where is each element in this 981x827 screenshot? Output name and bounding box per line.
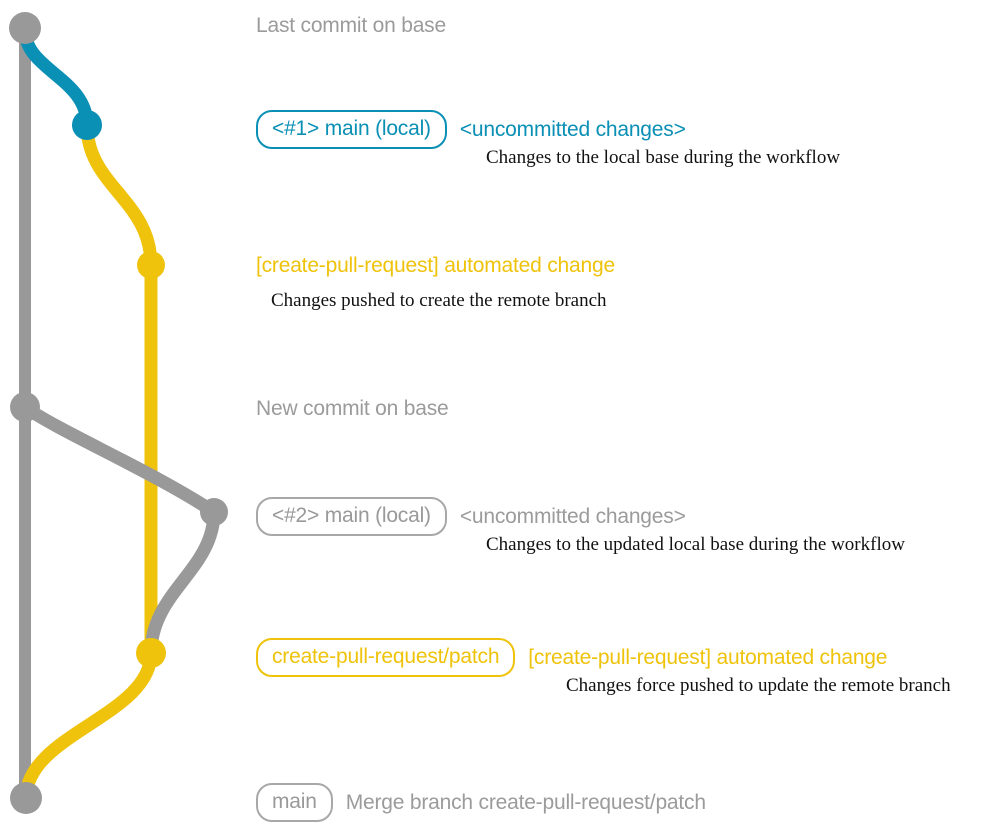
commit-node-merge[interactable] [10, 782, 42, 814]
commit-subject-local-2: <uncommitted changes> [459, 504, 686, 528]
commit-note-automated-change-2: Changes force pushed to update the remot… [566, 675, 951, 696]
commit-subject-new-commit-on-base: New commit on base [256, 397, 449, 420]
commit-row-merge: main Merge branch create-pull-request/pa… [256, 783, 706, 822]
commit-row-local-2: <#2> main (local) <uncommitted changes> [256, 497, 686, 536]
commit-row-local-1: <#1> main (local) <uncommitted changes> [256, 110, 686, 149]
yellow-merge-line [19, 646, 158, 805]
gray-branch-to-local2-line [18, 400, 221, 519]
commit-node-automated-change-1[interactable] [137, 251, 165, 279]
commit-subject-local-1: <uncommitted changes> [459, 117, 686, 141]
commit-row-automated-change-2: create-pull-request/patch [create-pull-r… [256, 638, 887, 677]
teal-branch-line [18, 23, 94, 132]
commit-node-local-2[interactable] [200, 498, 228, 526]
commit-subject-automated-change-2: [create-pull-request] automated change [528, 645, 888, 669]
gray-merge-into-patch-line [144, 505, 221, 660]
commit-node-automated-change-2[interactable] [136, 638, 166, 668]
commit-note-automated-change-1: Changes pushed to create the remote bran… [271, 290, 607, 311]
branch-badge-main[interactable]: main [256, 783, 333, 822]
yellow-branch-upper-line [80, 118, 158, 272]
commit-note-local-2: Changes to the updated local base during… [486, 534, 905, 555]
commit-note-local-1: Changes to the local base during the wor… [486, 147, 841, 168]
commit-subject-last-commit-on-base: Last commit on base [256, 14, 446, 37]
commit-subject-merge: Merge branch create-pull-request/patch [345, 790, 706, 814]
commit-node-local-1[interactable] [72, 110, 102, 140]
branch-badge-local-1[interactable]: <#1> main (local) [256, 110, 447, 149]
commit-subject-automated-change-1: [create-pull-request] automated change [256, 254, 615, 277]
commit-node-new-commit-on-base[interactable] [10, 392, 40, 422]
branch-badge-local-2[interactable]: <#2> main (local) [256, 497, 447, 536]
branch-badge-create-pull-request-patch[interactable]: create-pull-request/patch [256, 638, 516, 677]
commit-node-last-commit-on-base[interactable] [9, 12, 41, 44]
